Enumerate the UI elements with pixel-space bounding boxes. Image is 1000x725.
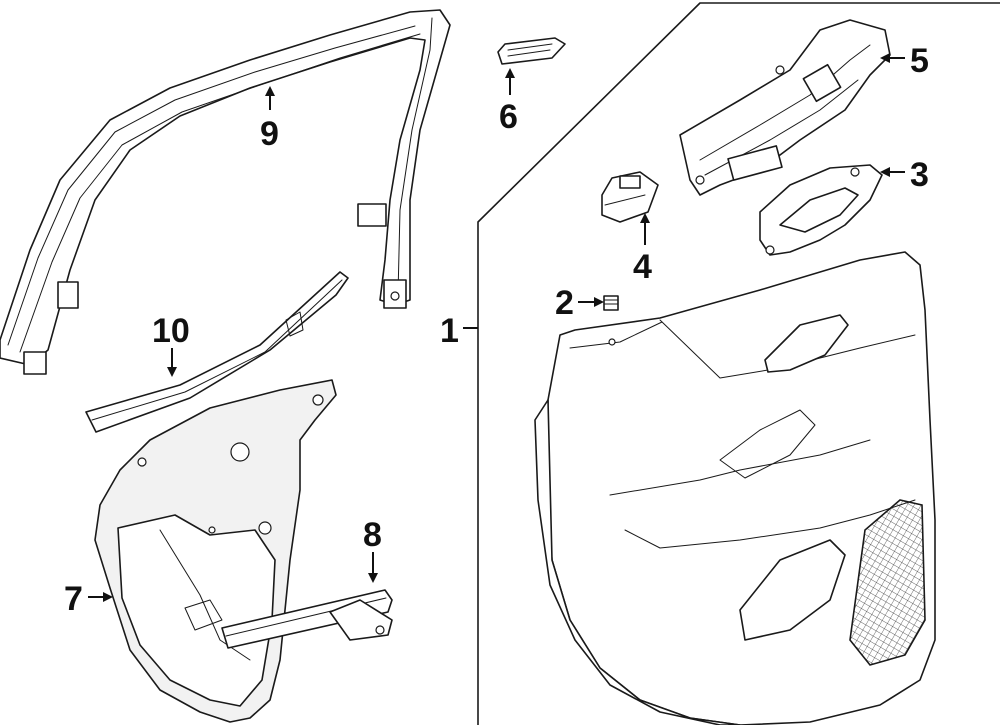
speaker-grille — [849, 499, 926, 666]
door-trim-panel-part — [534, 251, 936, 725]
window-frame-part — [0, 9, 451, 375]
water-deflector-part — [94, 379, 337, 723]
switch-bezel-part — [679, 19, 891, 196]
cap-part — [497, 37, 566, 65]
fastener-part — [603, 295, 619, 311]
callout-10-label: 10 — [152, 312, 190, 350]
callout-arrows — [88, 53, 905, 602]
window-regulator-part — [184, 589, 393, 649]
callout-3-label: 3 — [910, 156, 929, 194]
callout-2-label: 2 — [555, 284, 574, 322]
callout-6-label: 6 — [499, 98, 518, 136]
inside-handle-part — [759, 164, 883, 256]
belt-weatherstrip-part — [85, 271, 349, 433]
callout-9-label: 9 — [260, 115, 279, 153]
callout-4-label: 4 — [633, 248, 652, 286]
assembly-frame — [477, 2, 1000, 725]
callout-5-label: 5 — [910, 42, 929, 80]
callout-8-label: 8 — [363, 516, 382, 554]
callout-7-label: 7 — [64, 580, 83, 618]
window-switch-part — [601, 171, 659, 223]
callout-1-label: 1 — [440, 312, 459, 350]
